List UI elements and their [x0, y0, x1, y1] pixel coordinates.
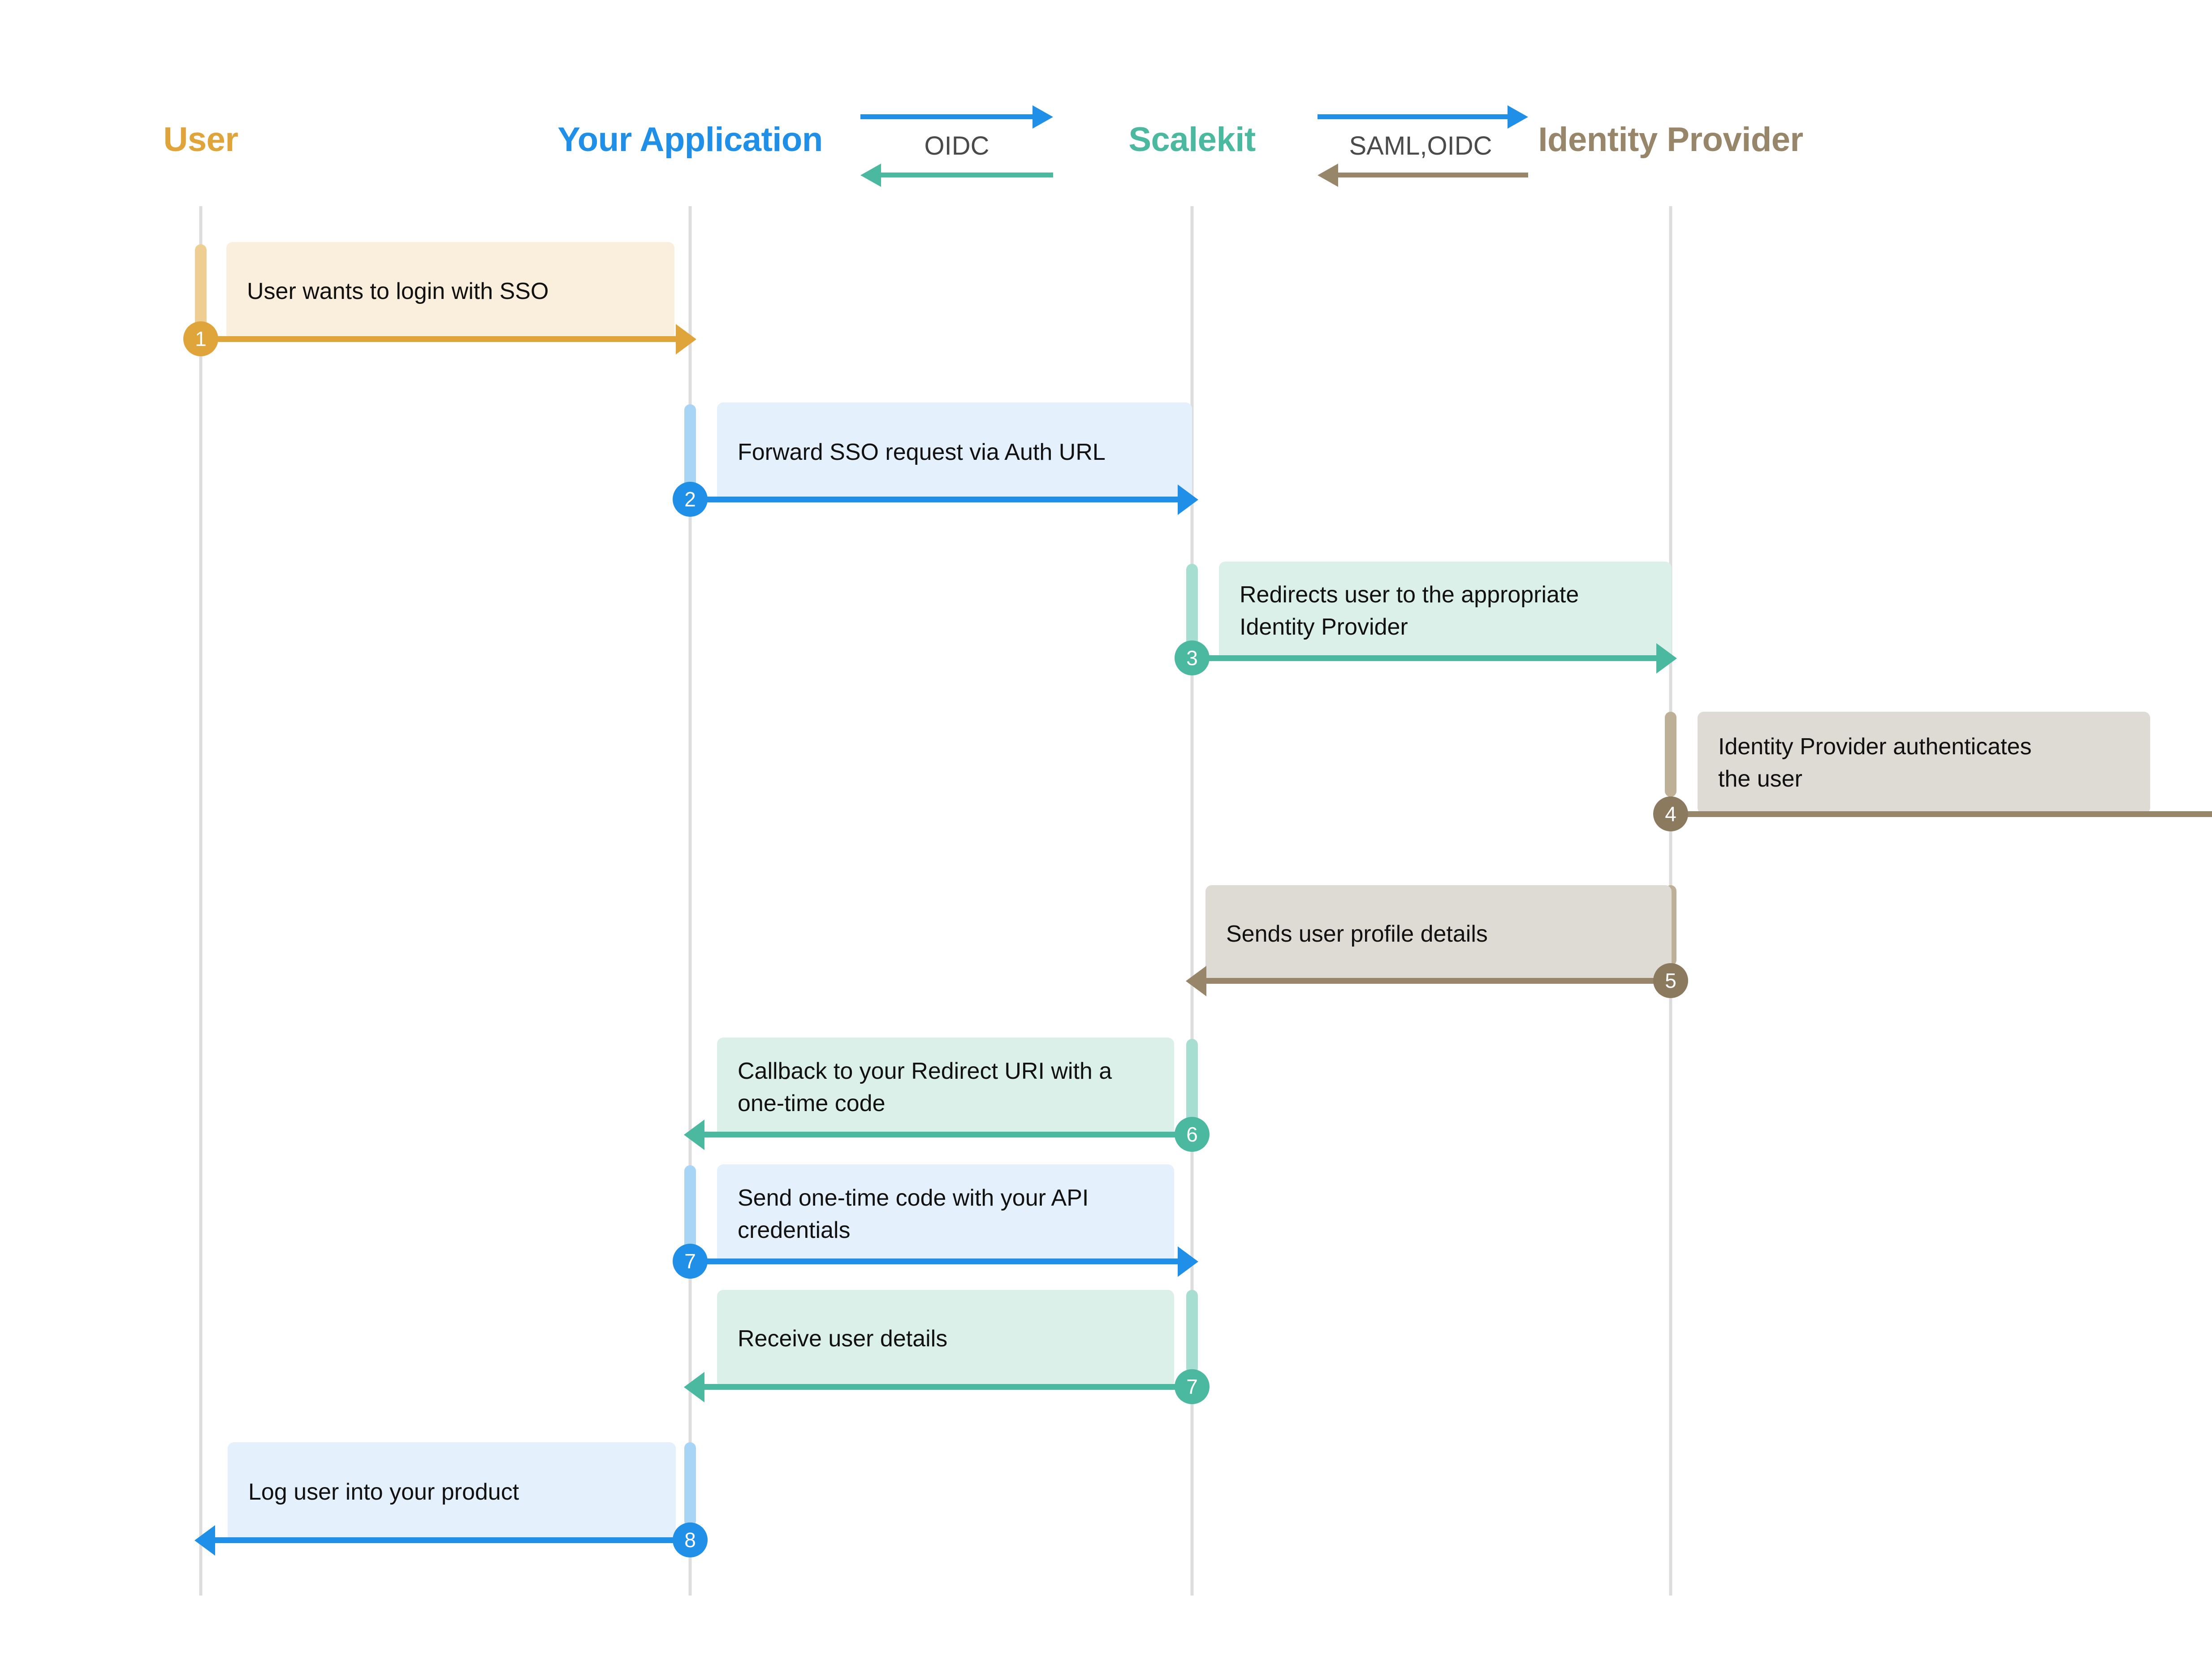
message-note-step-9: Log user into your product: [228, 1442, 676, 1542]
protocol-saml-oidc-bottom-arrowhead-icon: [1318, 163, 1338, 187]
message-note-step-6: Callback to your Redirect URI with a one-…: [717, 1038, 1174, 1137]
protocol-saml-oidc-bottom-line: [1338, 173, 1528, 177]
activation-bar-step-6: [1186, 1039, 1198, 1123]
protocol-label-oidc: OIDC: [924, 131, 989, 160]
message-note-line: Sends user profile details: [1226, 921, 1488, 947]
step-badge-7: 7: [1175, 1369, 1210, 1404]
lifeline-scalekit: [1190, 206, 1194, 1596]
message-note-step-2: Forward SSO request via Auth URL: [717, 402, 1192, 502]
protocol-label-saml-oidc: SAML,OIDC: [1349, 131, 1492, 160]
activation-bar-step-3: [1186, 564, 1198, 647]
message-arrow-line-step-2: [690, 497, 1178, 502]
message-arrow-line-step-9: [215, 1537, 690, 1543]
step-badge-3: 3: [1175, 640, 1210, 675]
message-note-line: Redirects user to the appropriate: [1240, 582, 1579, 608]
lifeline-user: [199, 206, 203, 1596]
message-arrowhead-icon-step-7: [1178, 1246, 1198, 1277]
activation-bar-step-7: [684, 1165, 696, 1250]
message-note-line: the user: [1718, 766, 1802, 792]
message-note-step-8: Receive user details: [717, 1290, 1174, 1388]
protocol-oidc-bottom-line: [881, 173, 1053, 177]
participant-label-user: User: [163, 121, 239, 159]
protocol-saml-oidc-top-line: [1318, 114, 1508, 119]
message-arrowhead-icon-step-1: [676, 324, 696, 355]
step-badge-7: 7: [673, 1244, 708, 1279]
message-arrow-line-step-5: [1206, 978, 1671, 984]
lifeline-app: [688, 206, 692, 1596]
message-note-line: Callback to your Redirect URI with a: [738, 1058, 1112, 1084]
message-note-step-1: User wants to login with SSO: [226, 242, 674, 341]
message-note-line: Forward SSO request via Auth URL: [738, 439, 1106, 465]
message-note-line: credentials: [738, 1217, 851, 1243]
activation-bar-step-1: [195, 244, 207, 329]
participant-label-idp: Identity Provider: [1538, 121, 1803, 159]
message-arrowhead-icon-step-9: [194, 1525, 215, 1556]
message-arrow-line-step-7: [690, 1258, 1178, 1264]
message-arrowhead-icon-step-5: [1186, 965, 1206, 996]
step-badge-6: 6: [1175, 1117, 1210, 1152]
message-note-line: Log user into your product: [248, 1479, 519, 1505]
message-note-line: one-time code: [738, 1090, 886, 1116]
activation-bar-step-2: [684, 404, 696, 489]
step-badge-8: 8: [673, 1522, 708, 1557]
activation-bar-step-9: [684, 1442, 696, 1527]
step-badge-1: 1: [183, 321, 218, 356]
message-note-line: User wants to login with SSO: [247, 278, 549, 304]
message-arrowhead-icon-step-6: [684, 1119, 704, 1150]
step-badge-5: 5: [1653, 963, 1688, 998]
protocol-oidc-top-line: [860, 114, 1033, 119]
protocol-saml-oidc-top-arrowhead-icon: [1508, 105, 1528, 129]
message-arrow-line-step-8: [704, 1384, 1192, 1390]
protocol-oidc-bottom-arrowhead-icon: [860, 163, 881, 187]
message-note-line: Identity Provider: [1240, 614, 1408, 640]
message-note-step-7: Send one-time code with your API credenti…: [717, 1164, 1174, 1264]
message-arrowhead-icon-step-2: [1178, 484, 1198, 515]
protocol-oidc-top-arrowhead-icon: [1033, 105, 1053, 129]
message-arrow-line-step-6: [704, 1132, 1192, 1137]
message-note-line: Identity Provider authenticates: [1718, 734, 2032, 760]
message-arrow-line-step-4: [1671, 811, 2212, 817]
step-badge-2: 2: [673, 482, 708, 517]
message-arrowhead-icon-step-8: [684, 1371, 704, 1402]
message-note-line: Receive user details: [738, 1326, 948, 1352]
message-note-step-4: Identity Provider authenticates the user: [1698, 712, 2150, 814]
activation-bar-step-8: [1186, 1290, 1198, 1374]
message-arrow-line-step-3: [1192, 655, 1656, 661]
participant-label-app: Your Application: [557, 121, 823, 159]
message-note-line: Send one-time code with your API: [738, 1185, 1089, 1211]
participant-label-scalekit: Scalekit: [1128, 121, 1256, 159]
activation-bar-step-4: [1665, 712, 1676, 797]
message-arrowhead-icon-step-3: [1656, 643, 1677, 674]
message-arrow-line-step-1: [201, 336, 676, 342]
step-badge-4: 4: [1653, 796, 1688, 831]
message-note-step-5: Sends user profile details: [1205, 885, 1672, 983]
